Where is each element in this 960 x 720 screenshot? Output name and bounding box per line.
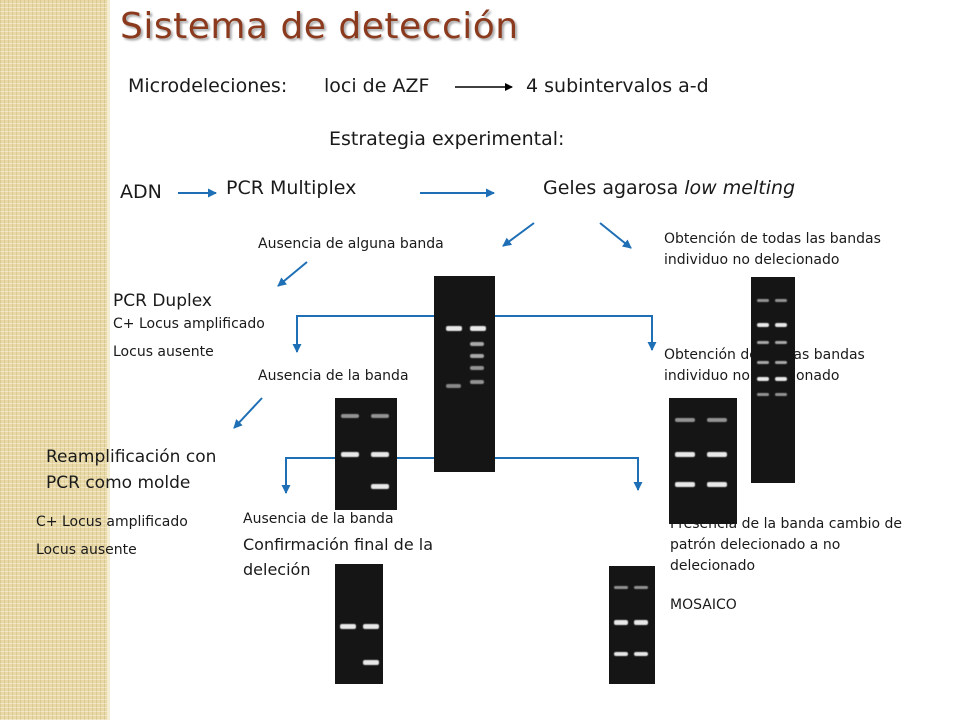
multiplex-gel-image-1 bbox=[434, 276, 495, 472]
microdeletion-label: Microdeleciones: bbox=[128, 75, 288, 97]
reamp-gel-absent bbox=[335, 564, 383, 684]
pcr-duplex-label: PCR Duplex bbox=[113, 291, 212, 311]
reamp-absent-label: Locus ausente bbox=[36, 542, 137, 558]
arrow-to-reamplification bbox=[233, 397, 263, 429]
arrow-gels-right bbox=[599, 222, 632, 249]
duplex-gel-absent bbox=[335, 398, 397, 510]
presence-result: Presencia de la banda cambio de patrón d… bbox=[670, 516, 902, 574]
page-title: Sistema de detección bbox=[120, 6, 519, 47]
all-bands-result: Obtención de todas las bandas individuo … bbox=[664, 231, 881, 268]
reamp-control-label: C+ Locus amplificado bbox=[36, 514, 188, 530]
decorative-side-stripe bbox=[0, 0, 107, 720]
duplex-gel-both bbox=[669, 398, 737, 524]
reamplification-label: Reamplificación con PCR como molde bbox=[46, 447, 217, 493]
final-confirmation-label: Confirmación final de la deleción bbox=[243, 535, 434, 579]
azf-loci-label: loci de AZF bbox=[324, 75, 430, 97]
arrow-gels-left bbox=[502, 222, 535, 247]
subintervals-label: 4 subintervalos a-d bbox=[526, 75, 709, 97]
mosaic-label: MOSAICO bbox=[670, 597, 737, 613]
duplex-absent-label: Locus ausente bbox=[113, 344, 214, 360]
adn-label: ADN bbox=[120, 181, 162, 203]
duplex-control-label: C+ Locus amplificado bbox=[113, 316, 265, 332]
agarose-gels-label: Geles agarosa low melting bbox=[543, 177, 796, 199]
missing-band-label: Ausencia de alguna banda bbox=[258, 236, 444, 252]
pcr-multiplex-label: PCR Multiplex bbox=[226, 177, 357, 199]
arrow-to-duplex bbox=[277, 261, 308, 287]
reamp-gel-mosaic bbox=[609, 566, 655, 684]
final-absent-label: Ausencia de la banda bbox=[243, 511, 394, 527]
multiplex-gel-image-2 bbox=[751, 277, 795, 483]
missing-the-band-label: Ausencia de la banda bbox=[258, 368, 409, 384]
stripe-edge bbox=[107, 0, 110, 720]
strategy-heading: Estrategia experimental: bbox=[329, 128, 565, 150]
